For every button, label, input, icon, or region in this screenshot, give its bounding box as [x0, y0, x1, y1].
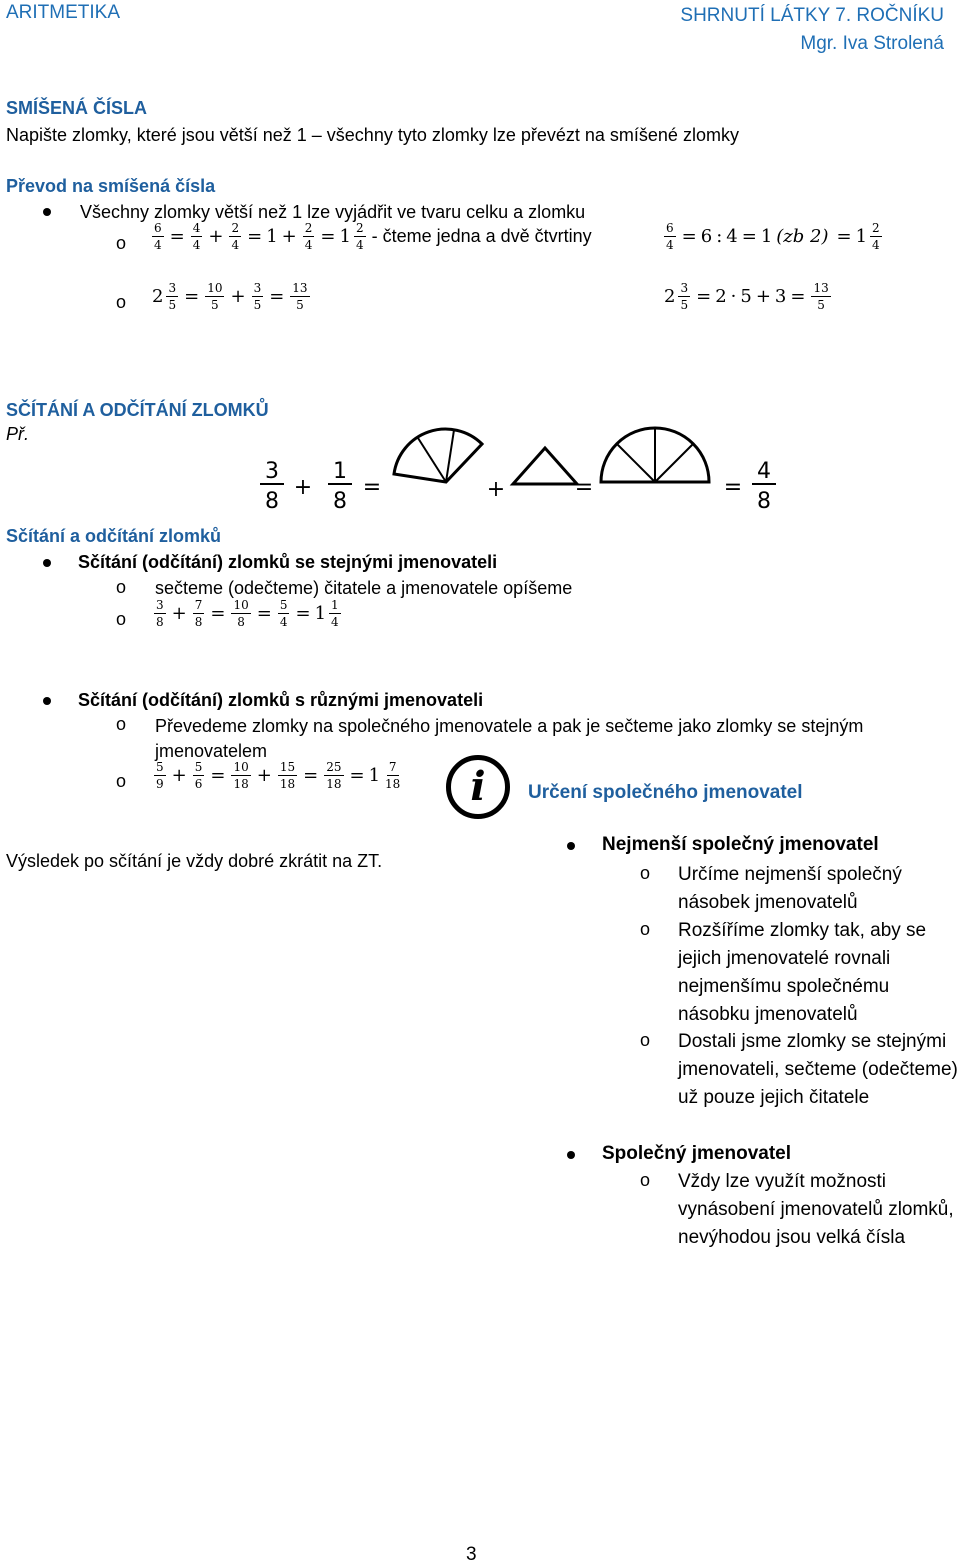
bullet-dot	[43, 697, 51, 705]
header-subject: ARITMETIKA	[6, 2, 121, 23]
header-info: SHRNUTÍ LÁTKY 7. ROČNÍKU Mgr. Iva Strole…	[680, 2, 944, 58]
pic-f1-den: 8	[265, 489, 279, 514]
lcd-title: Nejmenší společný jmenovatel	[602, 834, 879, 855]
pic-res-den: 8	[757, 489, 771, 514]
pic-f1-num: 3	[265, 459, 279, 484]
lcd-item: Rozšíříme zlomky tak, aby se jejich jmen…	[678, 920, 927, 1025]
same-denominator-rule: sečteme (odečteme) čitatele a jmenovatel…	[155, 578, 573, 598]
common-denominator-title: Společný jmenovatel	[602, 1143, 792, 1164]
bullet-dot	[567, 1151, 575, 1159]
pic-f2-num: 1	[333, 459, 347, 484]
list-marker: o	[640, 863, 651, 883]
remainder-text: (zb 2)	[776, 226, 829, 247]
same-denominator-title: Sčítání (odčítání) zlomků se stejnými jm…	[78, 552, 498, 572]
list-marker: o	[640, 1170, 651, 1190]
sector-four-eighths	[599, 426, 711, 484]
pic-eq-1: =	[363, 475, 381, 500]
reading-note: - čteme jedna a dvě čtvrtiny	[371, 226, 592, 246]
mixed-bullet-1: Všechny zlomky větší než 1 lze vyjádřit …	[80, 202, 586, 222]
lcd-item: Určíme nejmenší společný násobek jmenova…	[678, 864, 902, 913]
addsub-subtitle: Sčítání a odčítání zlomků	[6, 526, 222, 546]
header-author: Mgr. Iva Strolená	[800, 33, 944, 54]
sector-one-eighth	[509, 445, 581, 486]
different-denominator-rule: Převedeme zlomky na společného jmenovate…	[155, 716, 864, 761]
result-note: Výsledek po sčítání je vždy dobré zkráti…	[6, 851, 383, 871]
different-denominator-title: Sčítání (odčítání) zlomků s různými jmen…	[78, 690, 484, 710]
pic-eq-2: =	[575, 475, 593, 500]
bullet-dot	[43, 208, 51, 216]
lcd-item: Dostali jsme zlomky se stejnými jmenovat…	[678, 1031, 958, 1108]
mixed-intro: Napište zlomky, které jsou větší než 1 –…	[6, 125, 739, 145]
list-marker: o	[116, 292, 127, 312]
sector-three-eighths	[392, 427, 485, 484]
info-icon: i	[446, 755, 510, 819]
pic-f2-den: 8	[333, 489, 347, 514]
pic-eq-3: =	[724, 475, 742, 500]
section-title-addsub: SČÍTÁNÍ A ODČÍTÁNÍ ZLOMKŮ	[6, 400, 269, 420]
pic-plus-2: +	[487, 477, 505, 502]
bullet-dot	[567, 842, 575, 850]
info-heading: Určení společného jmenovatel	[528, 782, 803, 803]
bullet-dot	[43, 559, 51, 567]
list-marker: o	[116, 771, 127, 791]
list-marker: o	[640, 1030, 651, 1050]
page-number: 3	[466, 1544, 477, 1565]
section-title-mixed: SMÍŠENÁ ČÍSLA	[6, 98, 148, 118]
list-marker: o	[116, 577, 127, 597]
list-marker: o	[116, 714, 127, 734]
header-title: SHRNUTÍ LÁTKY 7. ROČNÍKU	[680, 5, 944, 26]
list-marker: o	[116, 233, 127, 253]
pic-res-num: 4	[757, 459, 771, 484]
list-marker: o	[116, 609, 127, 629]
example-label: Př.	[6, 424, 30, 444]
fraction-picture: 3 8 + 1 8 = + = = 4 8	[260, 426, 776, 514]
mixed-subtitle: Převod na smíšená čísla	[6, 176, 216, 196]
common-item: Vždy lze využít možnosti vynásobení jmen…	[678, 1171, 954, 1248]
pic-plus-1: +	[294, 475, 312, 500]
list-marker: o	[640, 919, 651, 939]
